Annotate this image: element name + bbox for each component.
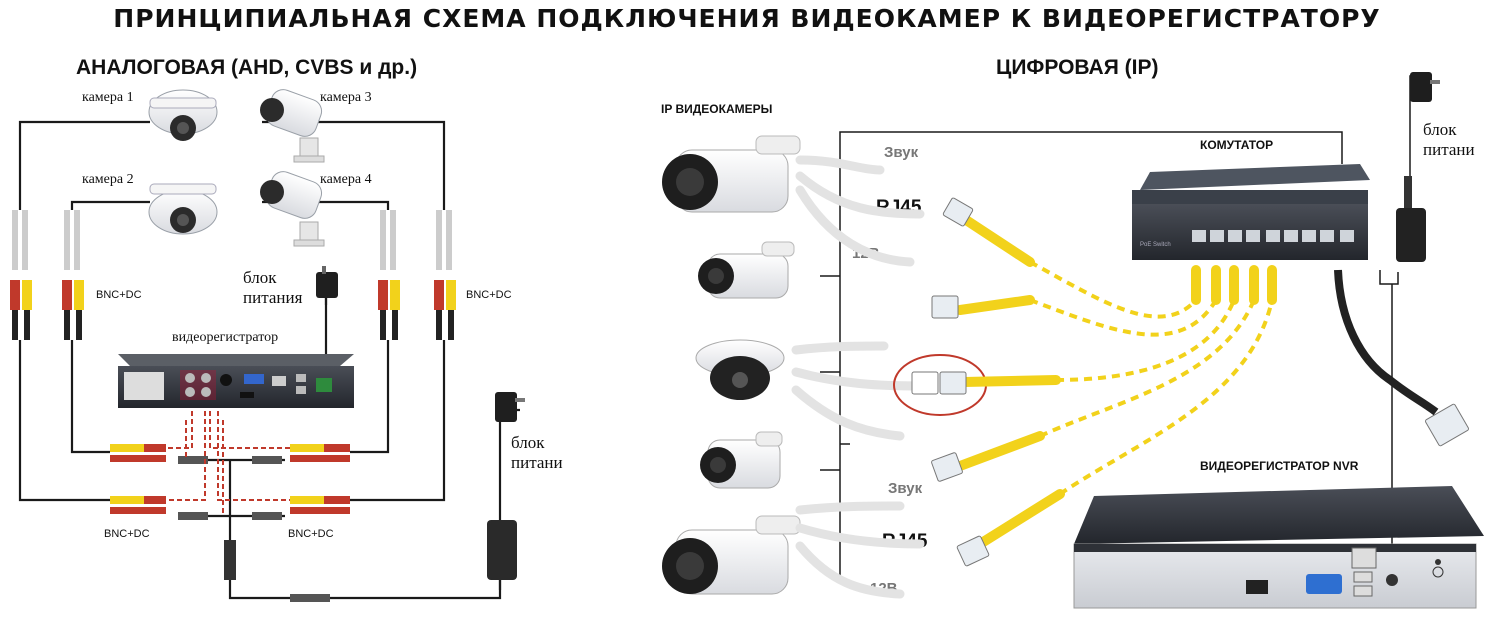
ip-camera-2-icon [698,241,795,299]
switch-icon: PoE Switch [1132,164,1370,260]
analog-bottom-connectors [110,444,350,602]
camera-3-icon [260,89,325,163]
switch-power-supply-icon [1396,72,1440,262]
page-title: ПРИНЦИПИАЛЬНАЯ СХЕМА ПОДКЛЮЧЕНИЯ ВИДЕОКА… [113,4,1381,33]
analog-power-supply-top-icon [316,266,338,298]
bnc-dc-label-bottom-left: BNC+DC [104,528,150,540]
ip-cameras-label: IP ВИДЕОКАМЕРЫ [661,102,773,116]
camera-4-icon [260,171,325,247]
ip-camera-1-icon [662,135,801,213]
bnc-dc-label-left: BNC+DC [96,289,142,301]
ip-camera-4-icon [700,431,783,489]
analog-signal-paths [166,395,290,516]
analog-connectors [10,210,456,340]
yellow-cable-dashes [1029,260,1274,496]
digital-heading: ЦИФРОВАЯ (IP) [996,56,1159,79]
analog-power-label-bottom: блок питани [511,433,563,472]
camera-3-label: камера 3 [320,90,372,105]
ip-camera-5-icon [662,515,801,595]
analog-power-label-top: блок питания [243,268,303,307]
digital-power-label: блок питани [1423,120,1475,159]
nvr-label: ВИДЕОРЕГИСТРАТОР NVR [1200,459,1359,473]
camera-4-label: камера 4 [320,172,372,187]
sound-label-bottom: Звук [888,480,923,497]
analog-dvr-icon [118,354,354,408]
camera-2-icon [148,183,218,235]
bnc-dc-label-bottom-right: BNC+DC [288,528,334,540]
rj45-plugs [911,197,1469,567]
uplink-cable [1334,269,1439,416]
nvr-icon [1073,486,1484,609]
switch-label: КОМУТАТОР [1200,138,1274,152]
sound-label-top: Звук [884,144,919,161]
camera-1-label: камера 1 [82,90,134,105]
bnc-dc-label-right: BNC+DC [466,289,512,301]
analog-heading: АНАЛОГОВАЯ (AHD, CVBS и др.) [76,56,418,79]
camera-pigtails [791,155,925,599]
switch-brand: PoE Switch [1140,242,1171,248]
yellow-cables [955,211,1277,549]
camera-2-label: камера 2 [82,172,134,187]
recorder-label: видеорегистратор [172,330,279,345]
ip-camera-3-icon [695,339,785,400]
camera-1-icon [148,89,218,141]
analog-power-supply-bottom-icon [487,392,525,580]
